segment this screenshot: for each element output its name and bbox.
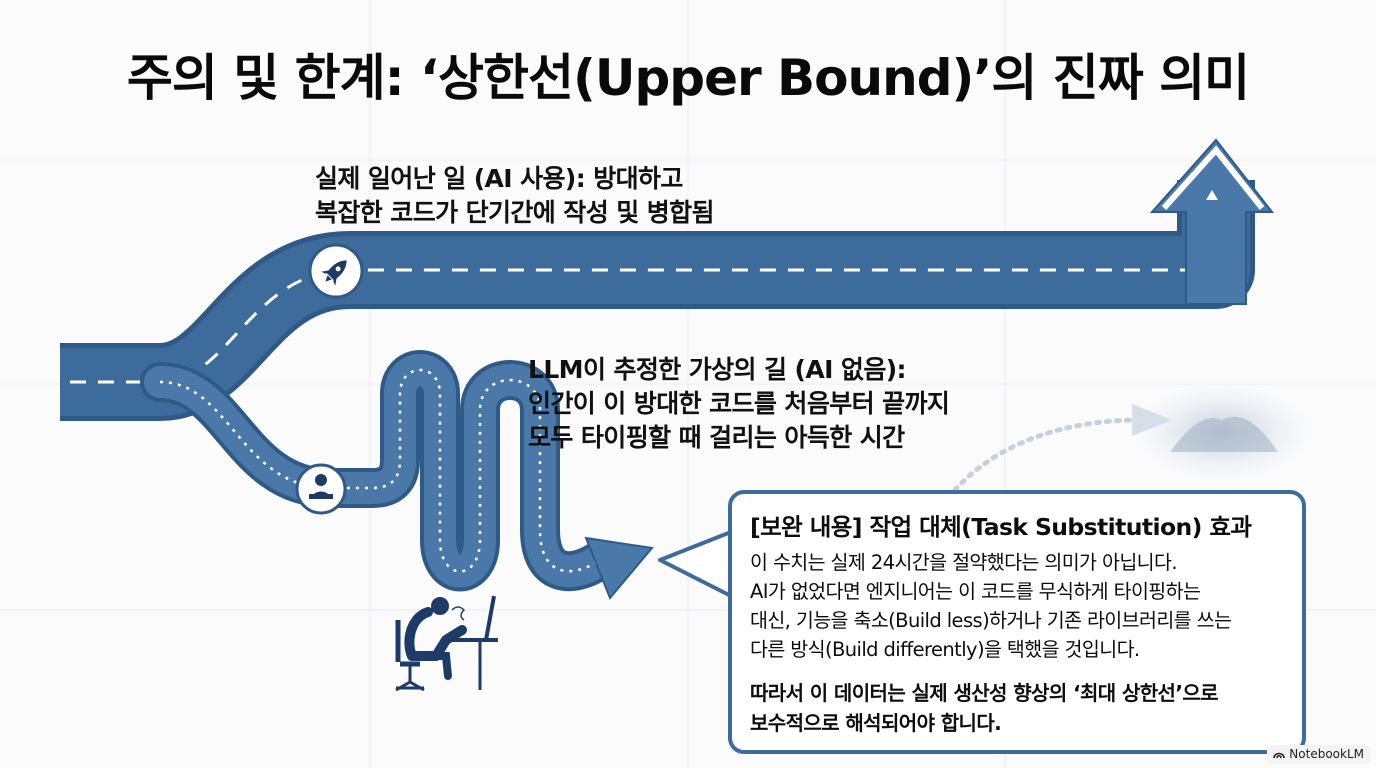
person-at-laptop-icon	[295, 463, 347, 515]
note-box-title: [보완 내용] 작업 대체(Task Substitution) 효과	[750, 513, 1252, 541]
page-title: 주의 및 한계: ‘상한선(Upper Bound)’의 진짜 의미	[126, 49, 1250, 107]
notebooklm-badge: NotebookLM	[1267, 745, 1370, 763]
badge-label: NotebookLM	[1289, 747, 1364, 761]
note-line: 다른 방식(Build differently)을 택했을 것입니다.	[750, 638, 1140, 661]
note-conclusion-line: 보수적으로 해석되어야 합니다.	[750, 711, 1002, 735]
speech-bubble-tail	[658, 530, 732, 598]
note-line: 이 수치는 실제 24시간을 절약했다는 의미가 아닙니다.	[750, 551, 1178, 574]
actual-path-caption: 실제 일어난 일 (AI 사용): 방대하고 복잡한 코드가 단기간에 작성 및…	[315, 162, 715, 230]
notebooklm-logo-icon	[1273, 752, 1286, 759]
fog-cloud	[1132, 382, 1312, 482]
note-line: 대신, 기능을 축소(Build less)하거나 기존 라이브러리를 쓰는	[750, 609, 1232, 632]
caption-line: 모두 타이핑할 때 걸리는 아득한 시간	[528, 423, 905, 452]
caption-line: 실제 일어난 일 (AI 사용): 방대하고	[315, 164, 683, 193]
tired-typing-person-icon	[395, 595, 498, 692]
caption-line: 인간이 이 방대한 코드를 처음부터 끝까지	[528, 389, 950, 418]
caption-line: LLM이 추정한 가상의 길 (AI 없음):	[528, 355, 907, 384]
lower-road	[140, 350, 654, 600]
caption-line: 복잡한 코드가 단기간에 작성 및 병합됨	[315, 198, 715, 227]
rocket-icon	[308, 243, 364, 299]
note-line: AI가 없었다면 엔지니어는 이 코드를 무식하게 타이핑하는	[750, 580, 1201, 603]
virtual-path-caption: LLM이 추정한 가상의 길 (AI 없음): 인간이 이 방대한 코드를 처음…	[528, 353, 950, 455]
note-conclusion-line: 따라서 이 데이터는 실제 생산성 향상의 ‘최대 상한선’으로	[750, 681, 1219, 705]
note-box: [보완 내용] 작업 대체(Task Substitution) 효과 이 수치…	[728, 490, 1306, 754]
